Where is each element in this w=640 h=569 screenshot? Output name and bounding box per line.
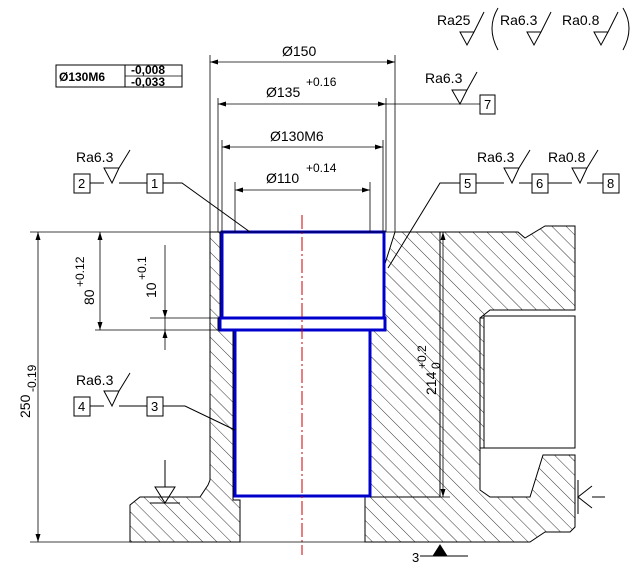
dim-h10-tol: +0.1 xyxy=(135,256,149,280)
housing-window xyxy=(483,315,576,449)
callout-5-6-8: 5 Ra6.3 6 Ra0.8 8 xyxy=(387,149,620,269)
upper-bore xyxy=(220,230,386,320)
dim-h214: 214 xyxy=(423,371,439,395)
dim-h250-tol: -0.19 xyxy=(25,364,39,392)
dim-h214-low: 0 xyxy=(429,362,443,369)
roughness-s2: Ra6.3 xyxy=(76,149,114,165)
fit-tolerance-box: Ø130M6 -0,008 -0,033 xyxy=(55,63,183,89)
fit-lower: -0,033 xyxy=(131,75,165,89)
label-6: 6 xyxy=(536,176,543,191)
dim-h80-tol: +0.12 xyxy=(73,256,87,287)
roughness-s5: Ra6.3 xyxy=(477,149,515,165)
callout-4-3: Ra6.3 4 3 xyxy=(73,372,236,431)
label-8: 8 xyxy=(607,176,614,191)
callout-7: Ra6.3 7 xyxy=(425,70,496,115)
label-1: 1 xyxy=(151,176,158,191)
dim-h80: 80 xyxy=(81,289,97,305)
dim-d135: Ø135 xyxy=(266,84,300,100)
part-section xyxy=(129,225,576,543)
label-4: 4 xyxy=(78,399,85,414)
roughness-s6: Ra0.8 xyxy=(548,149,586,165)
label-2: 2 xyxy=(78,176,85,191)
dimension-lines xyxy=(30,55,480,543)
fit-upper: -0,008 xyxy=(131,63,165,77)
dim-d110-tol: +0.14 xyxy=(306,161,337,175)
label-5: 5 xyxy=(464,176,471,191)
dim-d150: Ø150 xyxy=(282,43,316,59)
dim-d135-tol: +0.16 xyxy=(306,75,337,89)
dimension-texts: Ø150 Ø135 +0.16 Ø130M6 Ø110 +0.14 80 +0.… xyxy=(17,43,443,418)
roughness-s4: Ra6.3 xyxy=(76,372,114,388)
roughness-s7: Ra6.3 xyxy=(425,70,463,86)
general-roughness: Ra25 Ra6.3 Ra0.8 xyxy=(437,7,630,51)
fit-label: Ø130M6 xyxy=(59,70,105,84)
datum-label-3: 3 xyxy=(412,550,419,565)
label-3: 3 xyxy=(151,399,158,414)
datum-symbols: 3 xyxy=(150,460,605,565)
label-7: 7 xyxy=(484,97,491,112)
dim-d130: Ø130M6 xyxy=(270,128,324,144)
callout-2-1: Ra6.3 2 1 xyxy=(73,149,251,233)
roughness-general-c: Ra0.8 xyxy=(562,12,600,28)
dim-h10: 10 xyxy=(143,282,159,298)
dim-h250: 250 xyxy=(17,394,33,418)
roughness-general-a: Ra25 xyxy=(437,12,471,28)
dim-h214-up: +0.2 xyxy=(415,345,429,369)
roughness-general-b: Ra6.3 xyxy=(500,12,538,28)
dim-d110: Ø110 xyxy=(266,170,299,186)
